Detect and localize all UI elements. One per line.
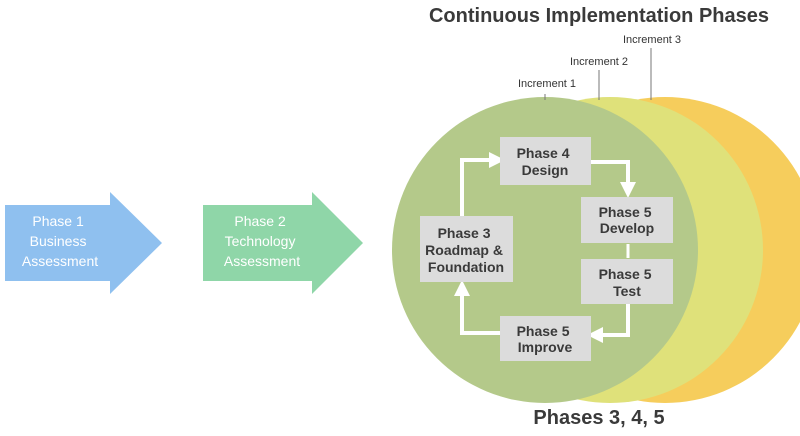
svg-text:Phase 5 Improve: Phase 5 Improve (517, 323, 574, 355)
phase-2-arrow-line-3: Assessment (224, 253, 300, 269)
phase-5-improve-box-line-2: Improve (518, 339, 573, 355)
phase-5-develop-box-line-1: Phase 5 (599, 204, 652, 220)
phase-4-box-line-2: Design (522, 162, 569, 178)
svg-text:Phase 4 Design: Phase 4 Design (517, 145, 574, 178)
phase-3-box-line-2: Roadmap & (425, 242, 503, 258)
svg-text:Phase 5 Test: Phase 5 Test (599, 266, 656, 299)
connector-phase3-to-phase4 (460, 152, 505, 216)
phase-2-arrow-line-2: Technology (225, 233, 296, 249)
phase-1-arrow-line-1: Phase 1 (32, 213, 84, 229)
phase-3-box-line-1: Phase 3 (438, 225, 491, 241)
increment-1-label: Increment 1 (518, 78, 576, 90)
phase-5-improve-box: Phase 5 Improve (500, 316, 591, 361)
phase-1-arrow-line-2: Business (30, 233, 87, 249)
diagram-footer: Phases 3, 4, 5 (533, 407, 664, 429)
phase-5-test-box-rect (581, 259, 673, 304)
phase-5-test-box: Phase 5 Test (581, 259, 673, 304)
connector-phase4-to-develop (591, 160, 636, 198)
svg-text:Phase 1 Business A: Phase 1 Business Assessment (22, 213, 98, 269)
cycle-connectors (454, 152, 636, 343)
phase-3-box-rect (420, 216, 513, 282)
increment-3-label: Increment 3 (623, 34, 681, 46)
phase-4-box: Phase 4 Design (500, 137, 591, 185)
phase-3-box: Phase 3 Roadmap & Foundation (420, 216, 513, 282)
phase-2-arrow-shape (203, 192, 363, 294)
phase-2-arrow-line-1: Phase 2 (234, 213, 286, 229)
phase-5-improve-box-line-1: Phase 5 (517, 323, 570, 339)
phase-2-arrow: Phase 2 Technology Assessment (203, 192, 363, 294)
phase-5-test-box-line-2: Test (613, 283, 641, 299)
phase-3-box-line-3: Foundation (428, 259, 504, 275)
svg-text:Phase 2 Technology: Phase 2 Technology Assessment (224, 213, 300, 269)
phase-5-develop-box-line-2: Develop (600, 220, 654, 236)
connector-test-to-improve (587, 303, 630, 343)
phase-4-box-rect (500, 137, 591, 185)
increment-1-circle (392, 97, 698, 403)
svg-text:Phase 3 Roadmap &: Phase 3 Roadmap & Foundation (425, 225, 507, 275)
phase-1-arrow-shape (5, 192, 162, 294)
diagram-title: Continuous Implementation Phases (429, 5, 769, 27)
connector-improve-to-phase3 (454, 280, 500, 335)
svg-text:Phase 5 Develop: Phase 5 Develop (599, 204, 656, 236)
phase-5-develop-box: Phase 5 Develop (581, 197, 673, 243)
phase-5-improve-box-rect (500, 316, 591, 361)
phase-5-develop-box-rect (581, 197, 673, 243)
phase-1-arrow-line-3: Assessment (22, 253, 98, 269)
increment-2-label: Increment 2 (570, 56, 628, 68)
phase-5-test-box-line-1: Phase 5 (599, 266, 652, 282)
phase-4-box-line-1: Phase 4 (517, 145, 570, 161)
phase-1-arrow: Phase 1 Business Assessment (5, 192, 162, 294)
